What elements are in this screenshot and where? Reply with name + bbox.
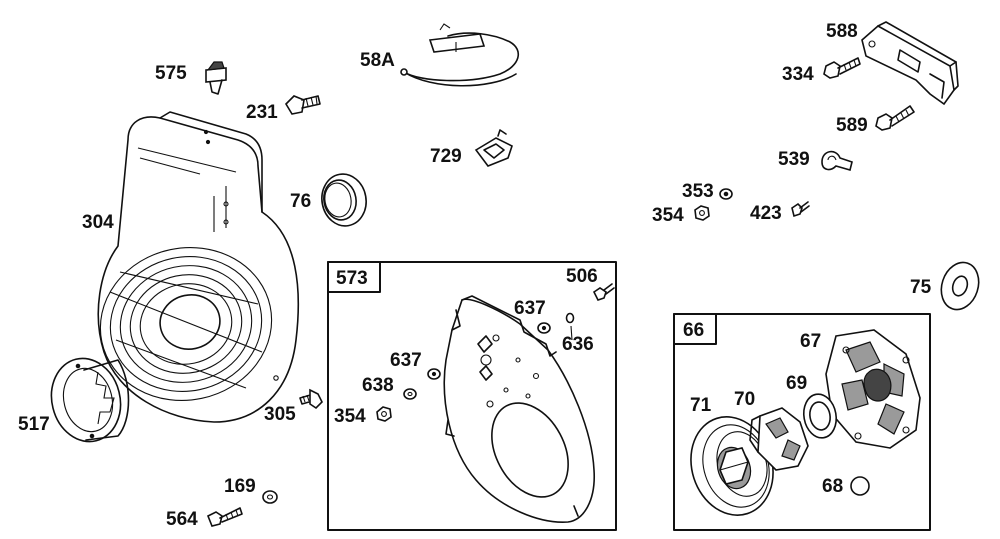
callout-564: 564	[166, 509, 198, 530]
bracket-part-588	[861, 21, 959, 106]
callout-589: 589	[836, 115, 868, 136]
washer-part-353	[719, 188, 733, 200]
callout-58A: 58A	[360, 50, 395, 71]
callout-638: 638	[362, 375, 394, 396]
bolt-part-334	[823, 57, 861, 79]
washer-part-169	[262, 490, 278, 504]
callout-637-left: 637	[390, 350, 422, 371]
callout-636: 636	[562, 334, 594, 355]
blower-housing-part-304	[97, 111, 300, 423]
callout-76: 76	[290, 191, 311, 212]
group-box-66	[673, 313, 931, 531]
callout-423: 423	[750, 203, 782, 224]
callout-75: 75	[910, 277, 932, 298]
bolt-part-564	[206, 507, 243, 527]
callout-67: 67	[800, 331, 821, 352]
callout-304: 304	[82, 212, 114, 233]
callout-334: 334	[782, 64, 814, 85]
box-label-66: 66	[683, 320, 704, 341]
callout-231: 231	[246, 102, 278, 123]
callout-305: 305	[264, 404, 296, 425]
callout-353: 353	[682, 181, 714, 202]
callout-354-box: 354	[334, 406, 366, 427]
clamp-part-539	[821, 150, 853, 171]
switch-part-575	[205, 61, 227, 95]
callout-575: 575	[155, 63, 187, 84]
callout-70: 70	[734, 389, 755, 410]
callout-637-right: 637	[514, 298, 546, 319]
screw-part-423	[791, 201, 810, 218]
clip-part-729	[474, 129, 513, 167]
group-box-573	[327, 261, 617, 531]
bolt-part-589	[875, 105, 915, 131]
callout-539: 539	[778, 149, 810, 170]
callout-labels: 575 231 58A 729 588 334 589 539 353 354 …	[18, 21, 932, 530]
callout-68: 68	[822, 476, 843, 497]
callout-506: 506	[566, 266, 598, 287]
callout-354-top: 354	[652, 205, 684, 226]
cable-part-58A	[400, 23, 520, 87]
washer-part-75	[940, 261, 980, 311]
callout-588: 588	[826, 21, 858, 42]
rotating-screen-part-517	[50, 357, 130, 443]
screw-part-231	[284, 95, 321, 115]
nut-part-354-top	[694, 205, 710, 221]
box-label-573: 573	[336, 268, 368, 289]
callout-517: 517	[18, 414, 50, 435]
callout-71: 71	[690, 395, 712, 416]
seal-part-76	[321, 173, 367, 227]
callout-729: 729	[430, 146, 462, 167]
callout-169: 169	[224, 476, 256, 497]
callout-69: 69	[786, 373, 807, 394]
bolt-part-305	[299, 388, 323, 410]
